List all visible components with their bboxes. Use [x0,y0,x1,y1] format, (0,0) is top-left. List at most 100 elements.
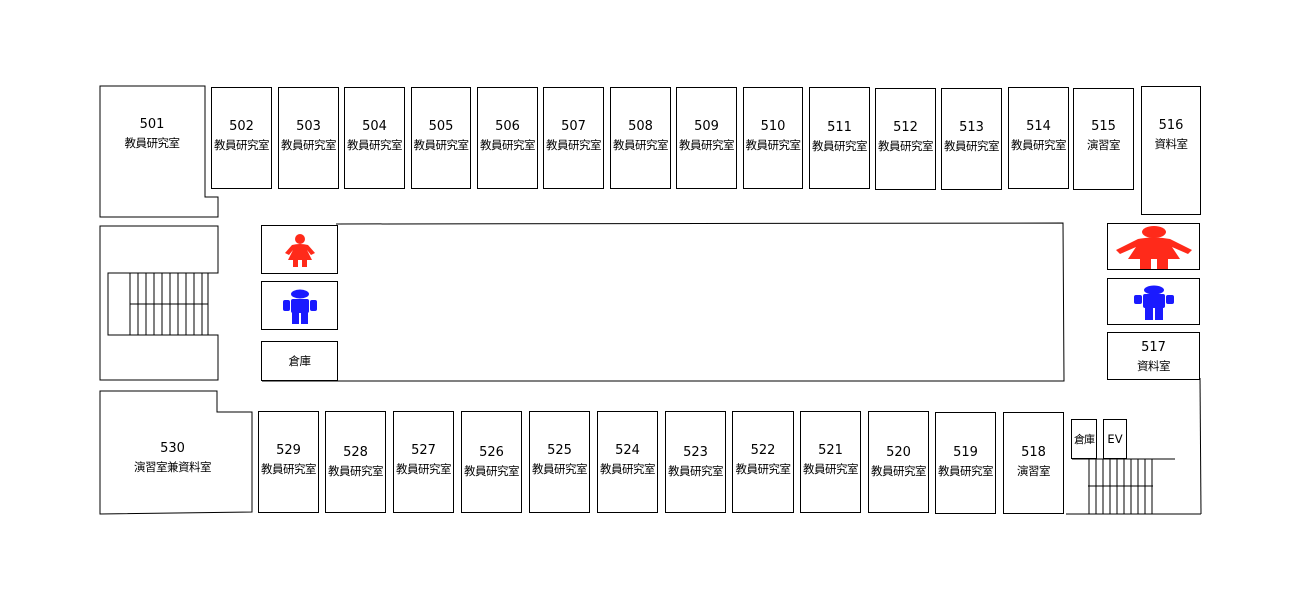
female-restroom-right[interactable] [1107,223,1200,270]
room-number: 521 [818,443,843,458]
elevator-label: EV [1107,432,1123,446]
room-name: 教員研究室 [464,464,520,478]
room-505[interactable]: 505 教員研究室 [411,87,471,189]
room-529[interactable]: 529 教員研究室 [258,411,319,513]
room-number: 506 [495,119,520,134]
room-name: 教員研究室 [745,138,802,152]
room-number: 505 [428,119,454,134]
room-number: 523 [683,445,708,460]
room-519[interactable]: 519 教員研究室 [935,412,996,514]
room-number: 504 [362,119,387,134]
room-number: 528 [343,445,368,460]
room-number: 527 [411,443,436,458]
room-520[interactable]: 520 教員研究室 [868,411,929,513]
storage-label: 倉庫 [1074,433,1095,446]
room-number: 508 [628,119,653,134]
room-number: 524 [615,443,640,458]
room-502[interactable]: 502 教員研究室 [211,87,272,189]
room-number: 511 [827,120,852,135]
room-name: 教員研究室 [281,138,337,152]
room-509[interactable]: 509 教員研究室 [676,87,737,189]
room-526[interactable]: 526 教員研究室 [461,411,522,513]
room-523[interactable]: 523 教員研究室 [665,411,726,513]
room-name: 教員研究室 [480,138,536,152]
room-name: 教員研究室 [812,139,868,153]
room-number: 501 [139,117,165,132]
storage-room-left[interactable]: 倉庫 [261,341,338,381]
room-number: 518 [1021,445,1046,460]
room-number: 502 [229,119,254,134]
room-516[interactable]: 516 資料室 [1141,86,1201,215]
room-name: 教員研究室 [613,138,669,152]
room-name: 教員研究室 [600,462,656,476]
room-name: 教員研究室 [679,138,735,152]
room-name: 教員研究室 [261,462,317,476]
female-restroom-icon [1115,225,1192,269]
room-525[interactable]: 525 教員研究室 [529,411,590,513]
room-name: 教員研究室 [546,138,602,152]
room-name: 資料室 [1137,359,1171,373]
room-511[interactable]: 511 教員研究室 [809,87,870,189]
room-504[interactable]: 504 教員研究室 [344,87,405,189]
room-524[interactable]: 524 教員研究室 [597,411,658,513]
room-number: 516 [1158,118,1184,133]
room-501[interactable]: 501 教員研究室 [100,116,204,152]
room-number: 514 [1026,119,1051,134]
room-name: 教員研究室 [347,138,403,152]
female-restroom-icon [284,233,315,267]
storage-room-right[interactable]: 倉庫 [1071,419,1097,459]
room-number: 509 [694,119,719,134]
room-number: 529 [276,443,301,458]
room-514[interactable]: 514 教員研究室 [1008,87,1069,189]
female-restroom[interactable] [261,225,338,274]
room-name: 教員研究室 [413,138,470,152]
stairs-icon [1072,458,1175,514]
room-number: 525 [547,443,572,458]
room-name: 教員研究室 [735,462,792,476]
room-number: 530 [160,441,185,456]
room-name: 教員研究室 [328,464,384,478]
room-515[interactable]: 515 演習室 [1073,88,1134,190]
male-restroom-icon [282,289,317,324]
left-stair-hall [99,225,219,381]
room-name: 教員研究室 [878,139,934,153]
room-name: 演習室 [1017,464,1051,478]
male-restroom-icon [1133,285,1174,320]
room-name: 教員研究室 [944,139,1000,153]
room-name: 演習室兼資料室 [134,460,212,474]
room-number: 519 [953,445,978,460]
room-517[interactable]: 517 資料室 [1107,332,1200,380]
room-number: 513 [959,120,984,135]
storage-label: 倉庫 [288,354,312,368]
room-number: 515 [1091,119,1116,134]
room-number: 522 [750,443,776,458]
room-name: 教員研究室 [803,462,859,476]
room-522[interactable]: 522 教員研究室 [732,411,794,513]
room-name: 演習室 [1087,138,1121,152]
room-number: 503 [296,119,321,134]
room-507[interactable]: 507 教員研究室 [543,87,604,189]
male-restroom-right[interactable] [1107,278,1200,325]
room-510[interactable]: 510 教員研究室 [743,87,803,189]
room-number: 517 [1141,340,1166,355]
male-restroom[interactable] [261,281,338,330]
room-name: 教員研究室 [214,138,270,152]
room-number: 510 [760,119,786,134]
room-521[interactable]: 521 教員研究室 [800,411,861,513]
room-name: 教員研究室 [124,136,181,150]
room-527[interactable]: 527 教員研究室 [393,411,454,513]
room-528[interactable]: 528 教員研究室 [325,411,386,513]
room-513[interactable]: 513 教員研究室 [941,88,1002,190]
room-name: 資料室 [1154,137,1189,151]
room-503[interactable]: 503 教員研究室 [278,87,339,189]
elevator[interactable]: EV [1103,419,1127,459]
room-name: 教員研究室 [1011,138,1067,152]
room-518[interactable]: 518 演習室 [1003,412,1064,514]
room-508[interactable]: 508 教員研究室 [610,87,671,189]
room-number: 526 [479,445,504,460]
room-number: 512 [893,120,918,135]
room-530[interactable]: 530 演習室兼資料室 [100,440,245,476]
room-506[interactable]: 506 教員研究室 [477,87,538,189]
room-512[interactable]: 512 教員研究室 [875,88,936,190]
